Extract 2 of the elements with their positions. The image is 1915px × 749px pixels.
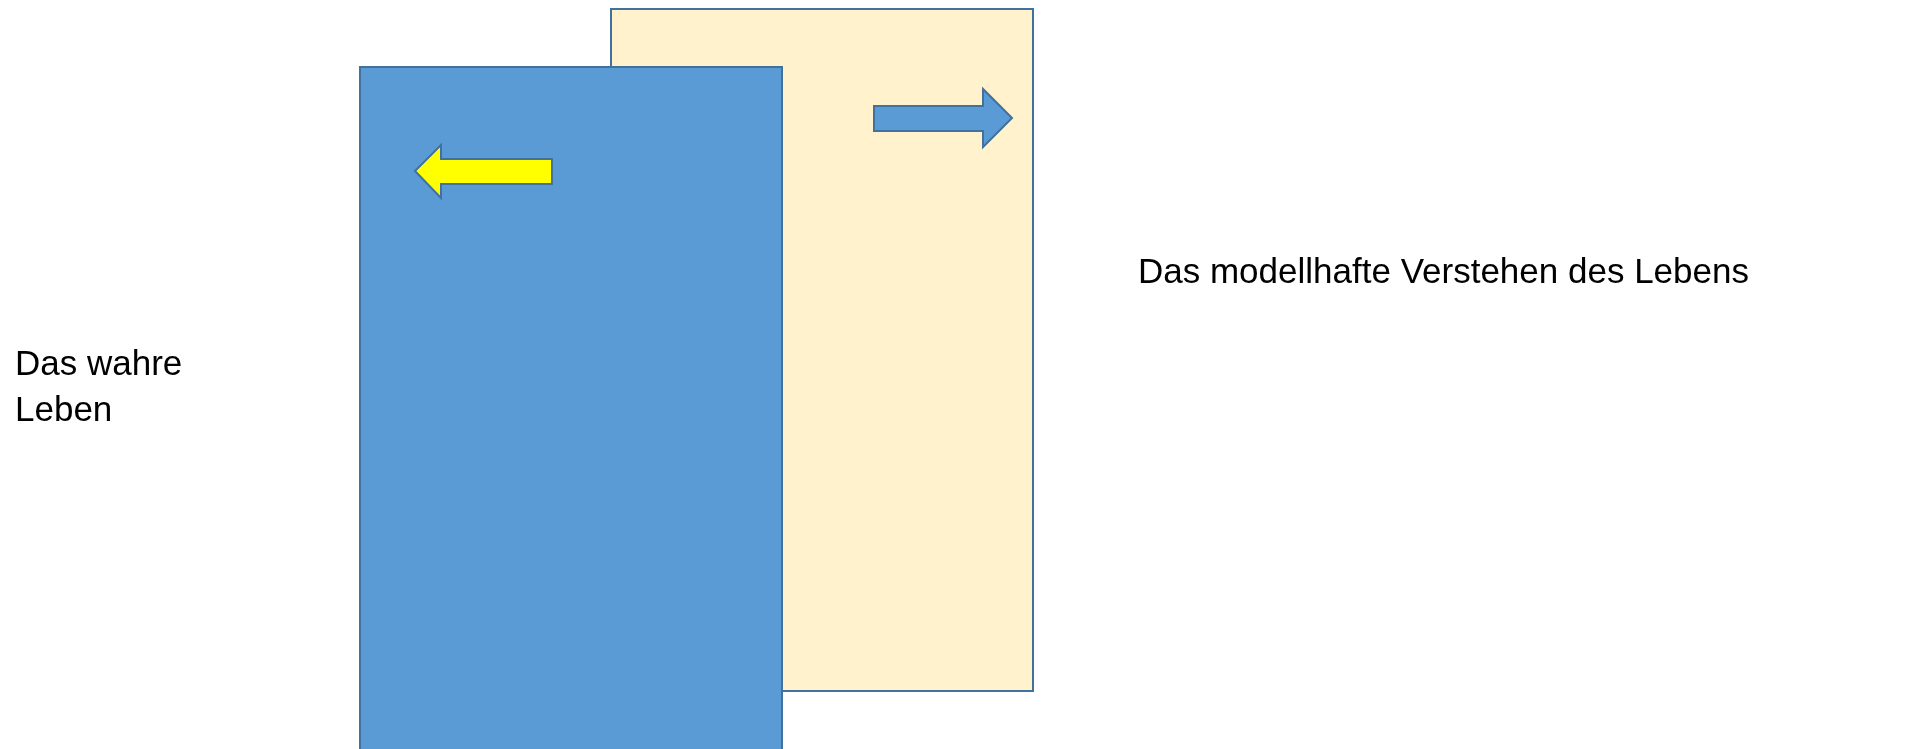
text-label: Das wahre Leben: [15, 342, 184, 430]
text-label: Das modellhafte Verstehen des Lebens: [1138, 250, 1749, 292]
